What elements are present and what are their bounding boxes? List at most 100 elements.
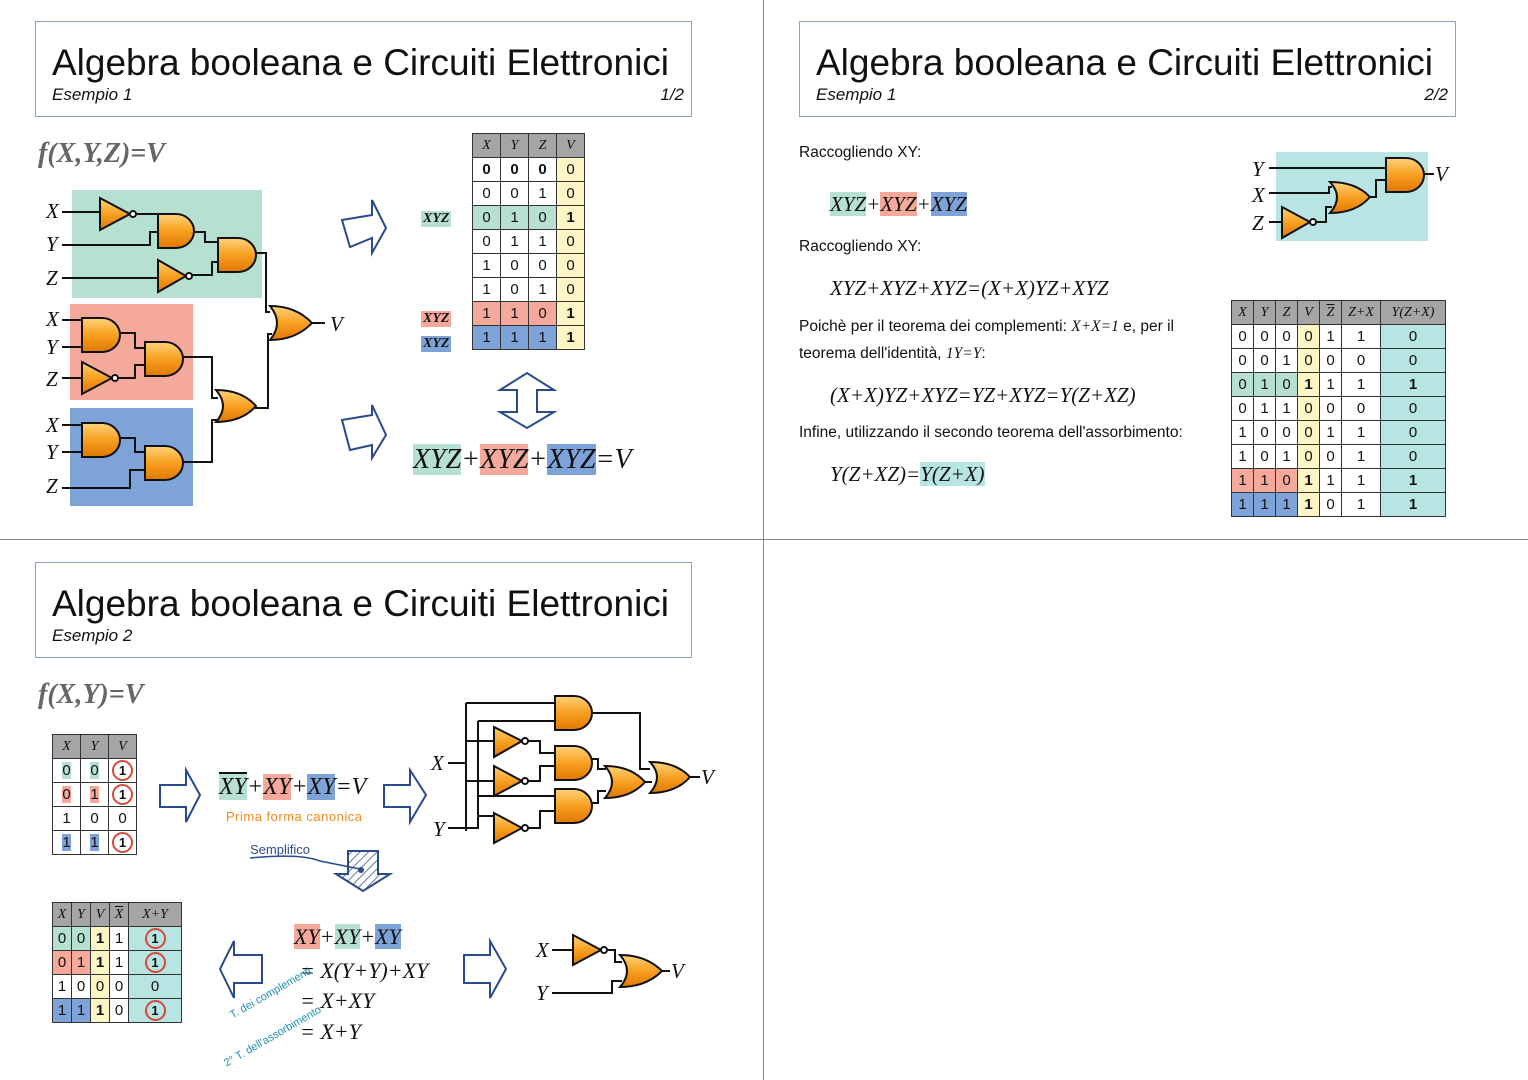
- table-cell: 0: [1275, 324, 1298, 349]
- table-cell: 0: [1231, 348, 1254, 373]
- sum-expression: XYZ+XYZ+XYZ=V: [413, 444, 632, 475]
- equation-4: Y(Z+XZ)=Y(Z+X): [830, 462, 985, 487]
- table-cell: 1: [1275, 396, 1298, 421]
- slide-title: Algebra booleana e Circuiti Elettronici: [52, 583, 670, 624]
- table-cell: 1: [500, 301, 529, 326]
- table-cell: 0: [109, 998, 129, 1023]
- circuit-input-x: X: [1252, 183, 1265, 207]
- text-complementi: Poichè per il teorema dei complementi: X…: [799, 318, 1174, 336]
- table-cell: 0: [1297, 420, 1320, 445]
- table-cell: 0: [556, 253, 585, 278]
- table-cell: 0: [1231, 396, 1254, 421]
- table-cell: 1: [71, 998, 91, 1023]
- circled-value: 1: [144, 952, 166, 973]
- equation-4-result: Y(Z+X): [920, 462, 985, 486]
- table-cell: 1: [1231, 468, 1254, 493]
- table-header-cell: V: [108, 734, 137, 759]
- table-cell: 1: [1231, 420, 1254, 445]
- table-cell: 0: [1253, 324, 1276, 349]
- slide-1: Algebra booleana e Circuiti Elettronici …: [0, 0, 762, 538]
- table-cell: 1: [109, 950, 129, 975]
- table-cell: 0: [556, 229, 585, 254]
- row-label-red: XYZ: [421, 311, 452, 327]
- circuit-output-v: V: [1435, 162, 1448, 186]
- table-cell: 1: [80, 830, 109, 855]
- table-header-cell: Y: [1253, 300, 1276, 325]
- table-cell: 1: [1341, 444, 1381, 469]
- cell-value: 0: [62, 762, 71, 779]
- eq1-term-red: XYZ: [880, 192, 917, 216]
- table-cell: 0: [472, 157, 501, 182]
- circuit-input-y: Y: [433, 817, 445, 841]
- text-identita-b: :: [981, 345, 986, 362]
- table-cell: 1: [528, 229, 557, 254]
- table-cell: 1: [109, 926, 129, 951]
- cell-value: 1: [90, 786, 99, 803]
- table-cell: 1: [1341, 492, 1381, 517]
- table-cell: 0: [1275, 372, 1298, 397]
- text-identita: teorema dell'identità, 1Y=Y:: [799, 345, 986, 363]
- page-number: 2/2: [1424, 85, 1448, 104]
- table-header-cell: Y: [500, 133, 529, 158]
- table-cell: 0: [108, 806, 137, 831]
- table-cell: 0: [1380, 396, 1446, 421]
- table-cell: 1: [108, 830, 137, 855]
- text-assorbimento: Infine, utilizzando il secondo teorema d…: [799, 424, 1183, 441]
- table-cell: 1: [1275, 444, 1298, 469]
- table-cell: 1: [528, 325, 557, 350]
- table-header-row: X Y V: [52, 734, 137, 759]
- table-header-cell: X: [52, 902, 72, 927]
- table-cell: 0: [1297, 324, 1320, 349]
- row-label-blue: XYZ: [421, 336, 452, 352]
- simp-plus: +: [360, 924, 376, 949]
- text-raccogliendo-1: Raccogliendo XY:: [799, 144, 922, 161]
- table-header-row: X Y Z V: [472, 133, 585, 158]
- table-cell: 0: [1297, 348, 1320, 373]
- table-cell: 0: [1297, 444, 1320, 469]
- table-cell: 0: [472, 229, 501, 254]
- circled-value: 1: [144, 928, 166, 949]
- table-header-cell: X: [109, 902, 129, 927]
- table-cell: 1: [556, 325, 585, 350]
- input-label-x3: X: [46, 413, 59, 437]
- cell-value: 0: [90, 762, 99, 779]
- table-cell: 1: [1231, 492, 1254, 517]
- circuit-output-v: V: [701, 765, 714, 789]
- input-label-y1: Y: [46, 232, 58, 256]
- circled-value: 1: [144, 1000, 166, 1021]
- table-cell: 1: [472, 253, 501, 278]
- slide-header: Algebra booleana e Circuiti Elettronici …: [35, 562, 692, 658]
- table-cell: 0: [1319, 396, 1342, 421]
- page-number: 1/2: [660, 85, 684, 104]
- table-cell: 1: [500, 205, 529, 230]
- table-cell: 0: [52, 758, 81, 783]
- text-complementi-b: e, per il: [1123, 318, 1175, 335]
- circled-value: 1: [112, 832, 133, 853]
- canonical-form-label: Prima forma canonica: [226, 809, 363, 824]
- equation-1: XYZ+XYZ+XYZ: [830, 192, 967, 217]
- circuit-input-x: X: [431, 751, 444, 775]
- slide-title: Algebra booleana e Circuiti Elettronici: [52, 42, 670, 83]
- text-complementi-eq: X+X=1: [1071, 318, 1119, 335]
- table-cell: 1: [1253, 372, 1276, 397]
- text-identita-eq: 1Y=Y: [945, 345, 982, 362]
- input-label-y2: Y: [46, 335, 58, 359]
- table-cell: 0: [1253, 420, 1276, 445]
- table-cell: 1: [128, 950, 182, 975]
- sum-term-blue: XY: [307, 774, 336, 800]
- row-label-green: XYZ: [421, 211, 452, 227]
- table-cell: 0: [109, 974, 129, 999]
- table-cell: 0: [1380, 348, 1446, 373]
- table-cell: 1: [472, 301, 501, 326]
- circled-value: 1: [112, 784, 133, 805]
- table-cell: 1: [90, 998, 110, 1023]
- table-cell: 0: [500, 253, 529, 278]
